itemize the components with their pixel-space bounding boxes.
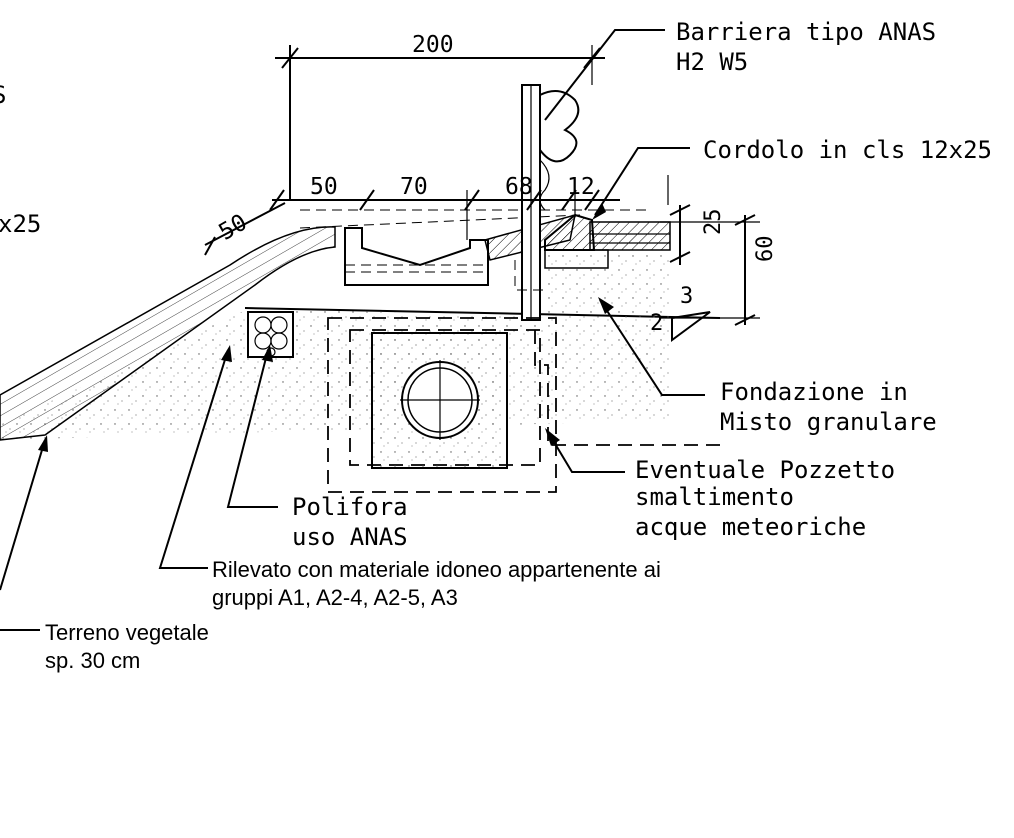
manhole-outline-outer [327,317,557,493]
dim-slope: 50 [215,209,252,245]
leader-fill [158,349,229,569]
leader-manhole [547,431,625,473]
label-topsoil-1: Terreno vegetale [45,620,209,645]
ditch-channel [344,227,489,286]
label-fill-1: Rilevato con materiale idoneo appartenen… [212,557,661,582]
label-curb: Cordolo in cls 12x25 [703,136,992,164]
dim-curb-height: 25 [701,209,726,236]
label-fill-2: gruppi A1, A2-4, A2-5, A3 [212,585,458,610]
dim-barrier-offset: 68 [505,174,533,200]
topsoil-layer [0,226,336,441]
label-foundation-1: Fondazione in [720,378,908,406]
leader-curb [594,147,690,216]
label-barrier-1: Barriera tipo ANAS [676,18,936,46]
leader-barrier [544,29,665,121]
label-manhole-2: smaltimento [635,483,794,511]
label-foundation-2: Misto granulare [720,408,937,436]
label-conduit-2: uso ANAS [292,523,408,551]
label-manhole-3: acque meteoriche [635,513,866,541]
leader-conduit [226,349,278,508]
dim-slope-2: 2 [650,311,663,336]
label-cut-left-top: S [0,81,6,109]
dim-curb-width: 12 [567,174,595,200]
label-conduit-1: Polifora [292,493,408,521]
label-topsoil-2: sp. 30 cm [45,648,140,673]
dim-small-3: 3 [680,284,693,309]
label-barrier-2: H2 W5 [676,48,748,76]
dim-ditch: 70 [400,174,428,200]
leader-foundation [599,299,705,396]
label-cut-left-mid: x25 [0,210,41,238]
dim-pavement-depth: 60 [753,236,778,263]
asphalt-layer [589,221,671,251]
dim-total-width: 200 [412,32,454,58]
dim-berm: 50 [310,174,338,200]
leader-topsoil [0,439,46,631]
label-manhole-1: Eventuale Pozzetto [635,456,895,484]
pavement-layers [545,250,670,318]
